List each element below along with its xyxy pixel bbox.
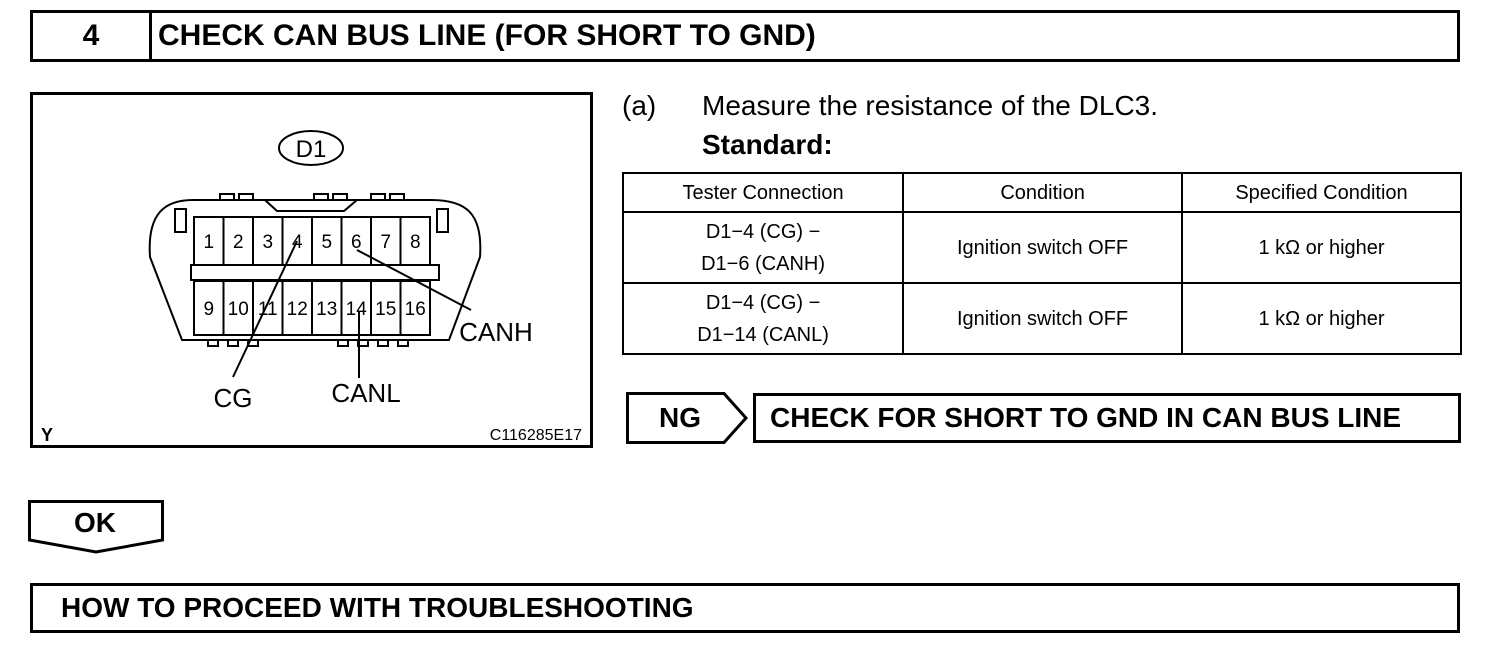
step-header: 4 CHECK CAN BUS LINE (FOR SHORT TO GND) [30,10,1460,62]
pin-number: 12 [287,299,308,320]
table-row: D1−4 (CG) − D1−14 (CANL) Ignition switch… [621,282,1462,355]
pin-number: 10 [228,299,249,320]
column-header: Tester Connection [621,172,905,213]
bottom-notches [207,340,409,347]
tester-connection-cell: D1−4 (CG) − D1−6 (CANH) [621,211,905,284]
ng-action-box: CHECK FOR SHORT TO GND IN CAN BUS LINE [753,393,1461,443]
connection-line: D1−4 (CG) − [705,220,821,243]
pin-number: 2 [233,232,244,253]
connector-outline [148,199,482,341]
callout-canl: CANL [331,378,400,408]
connection-line: D1−14 (CANL) [697,323,829,346]
condition-cell: Ignition switch OFF [902,211,1184,284]
step-title: CHECK CAN BUS LINE (FOR SHORT TO GND) [158,19,816,52]
right-latch [436,208,449,233]
top-notches [219,193,405,212]
figure-corner-letter: Y [41,425,53,445]
connection-line: D1−4 (CG) − [705,291,821,314]
pin-number: 6 [351,232,362,253]
connector-label-oval [278,130,344,166]
pin-number: 4 [292,232,303,253]
condition-cell: Ignition switch OFF [902,282,1184,355]
column-header: Condition [902,172,1184,213]
figure-code: C116285E17 [490,427,582,444]
tester-connection-cell: D1−4 (CG) − D1−14 (CANL) [621,282,905,355]
pin-number: 8 [410,232,421,253]
pin-number: 3 [262,232,273,253]
pin-number: 16 [405,299,426,320]
callout-cg: CG [214,383,253,413]
pin-number: 7 [380,232,391,253]
connector-label: D1 [296,136,327,163]
center-bar [190,264,440,281]
instruction-text: Measure the resistance of the DLC3. [702,90,1159,121]
step-number: 4 [33,13,152,59]
standard-label: Standard: [702,129,833,160]
ng-label: NG [659,402,701,433]
connection-line: D1−6 (CANH) [701,252,826,275]
specified-condition-cell: 1 kΩ or higher [1181,282,1462,355]
leader-lines [232,240,472,378]
left-latch [174,208,187,233]
pin-number: 5 [321,232,332,253]
next-step-box: HOW TO PROCEED WITH TROUBLESHOOTING [30,583,1460,633]
pin-number: 15 [375,299,396,320]
column-header: Specified Condition [1181,172,1462,213]
callout-canh: CANH [459,317,533,347]
instruction-marker: (a) [622,90,657,121]
pin-number: 9 [203,299,214,320]
table-header-row: Tester Connection Condition Specified Co… [621,172,1462,213]
table-row: D1−4 (CG) − D1−6 (CANH) Ignition switch … [621,211,1462,284]
pin-number: 13 [316,299,337,320]
spec-table: Tester Connection Condition Specified Co… [621,172,1462,355]
ok-label: OK [74,507,116,538]
ok-arrow-box [28,500,164,554]
specified-condition-cell: 1 kΩ or higher [1181,211,1462,284]
ng-arrow-box [626,392,748,444]
pin-number: 14 [346,299,368,320]
pin-number: 1 [203,232,214,253]
